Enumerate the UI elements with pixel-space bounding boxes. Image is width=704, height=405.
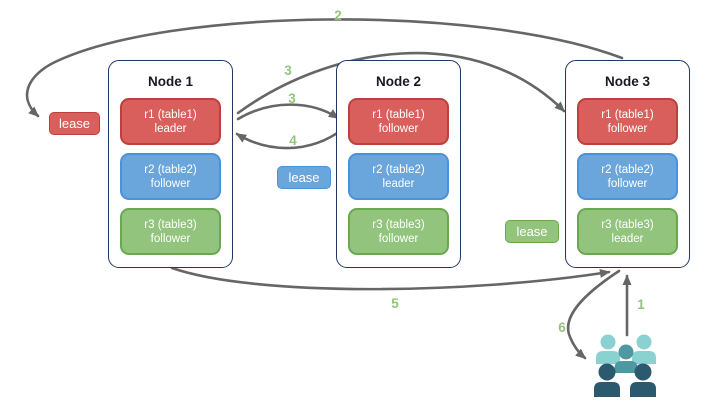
person-middle [614,344,638,373]
arrow-step-6-node3-to-users [566,269,621,360]
person-back-left [596,334,620,364]
replica-role: follower [607,122,648,135]
replica-role: follower [378,122,419,135]
users-icon [594,334,656,397]
node2-r2-leader: r2 (table2) leader [348,153,449,200]
person-front-left [594,363,620,397]
node1-r2-follower: r2 (table2) follower [120,153,221,200]
replica-name: r1 (table1) [601,108,654,121]
step-label-4: 4 [289,133,297,148]
arrow-step-3-node1-to-node3 [236,51,566,115]
node-1: Node 1 r1 (table1) leader r2 (table2) fo… [108,60,233,268]
arrow-step-5-node1-to-node3 [170,266,611,291]
replica-role: leader [611,232,644,245]
step-label-6: 6 [558,320,566,335]
node2-r1-follower: r1 (table1) follower [348,98,449,145]
replica-name: r2 (table2) [144,163,197,176]
node-3: Node 3 r1 (table1) follower r2 (table2) … [565,60,690,268]
step-label-1: 1 [637,297,645,312]
replica-role: leader [154,122,187,135]
replica-name: r2 (table2) [601,163,654,176]
replica-role: follower [607,177,648,190]
person-back-right [632,334,656,364]
node-2-title: Node 2 [375,74,421,89]
replica-name: r1 (table1) [372,108,425,121]
node1-r1-leader: r1 (table1) leader [120,98,221,145]
person-front-right [630,363,656,397]
replica-role: follower [378,232,419,245]
arrow-step-4-node2-to-node1 [235,127,345,150]
lease-badge-table3: lease [505,220,559,243]
step-label-2: 2 [334,8,342,23]
node-3-title: Node 3 [604,74,650,89]
arrow-step-3-node1-to-node2 [236,103,340,121]
node3-r1-follower: r1 (table1) follower [577,98,678,145]
replica-name: r1 (table1) [144,108,197,121]
lease-badge-table1: lease [49,112,100,135]
replica-role: leader [382,177,415,190]
node-1-title: Node 1 [147,74,193,89]
replica-name: r2 (table2) [372,163,425,176]
lease-badge-table2: lease [277,166,331,189]
node3-r3-leader: r3 (table3) leader [577,208,678,255]
step-label-3b: 3 [288,91,296,106]
step-label-5: 5 [391,296,399,311]
node1-r3-follower: r3 (table3) follower [120,208,221,255]
replica-role: follower [150,177,191,190]
replica-name: r3 (table3) [601,218,654,231]
arrow-step-2-node3-to-lease [25,18,624,118]
node3-r2-follower: r2 (table2) follower [577,153,678,200]
replica-role: follower [150,232,191,245]
replica-name: r3 (table3) [144,218,197,231]
node-2: Node 2 r1 (table1) follower r2 (table2) … [336,60,461,268]
replica-name: r3 (table3) [372,218,425,231]
step-label-3a: 3 [284,63,292,78]
node2-r3-follower: r3 (table3) follower [348,208,449,255]
